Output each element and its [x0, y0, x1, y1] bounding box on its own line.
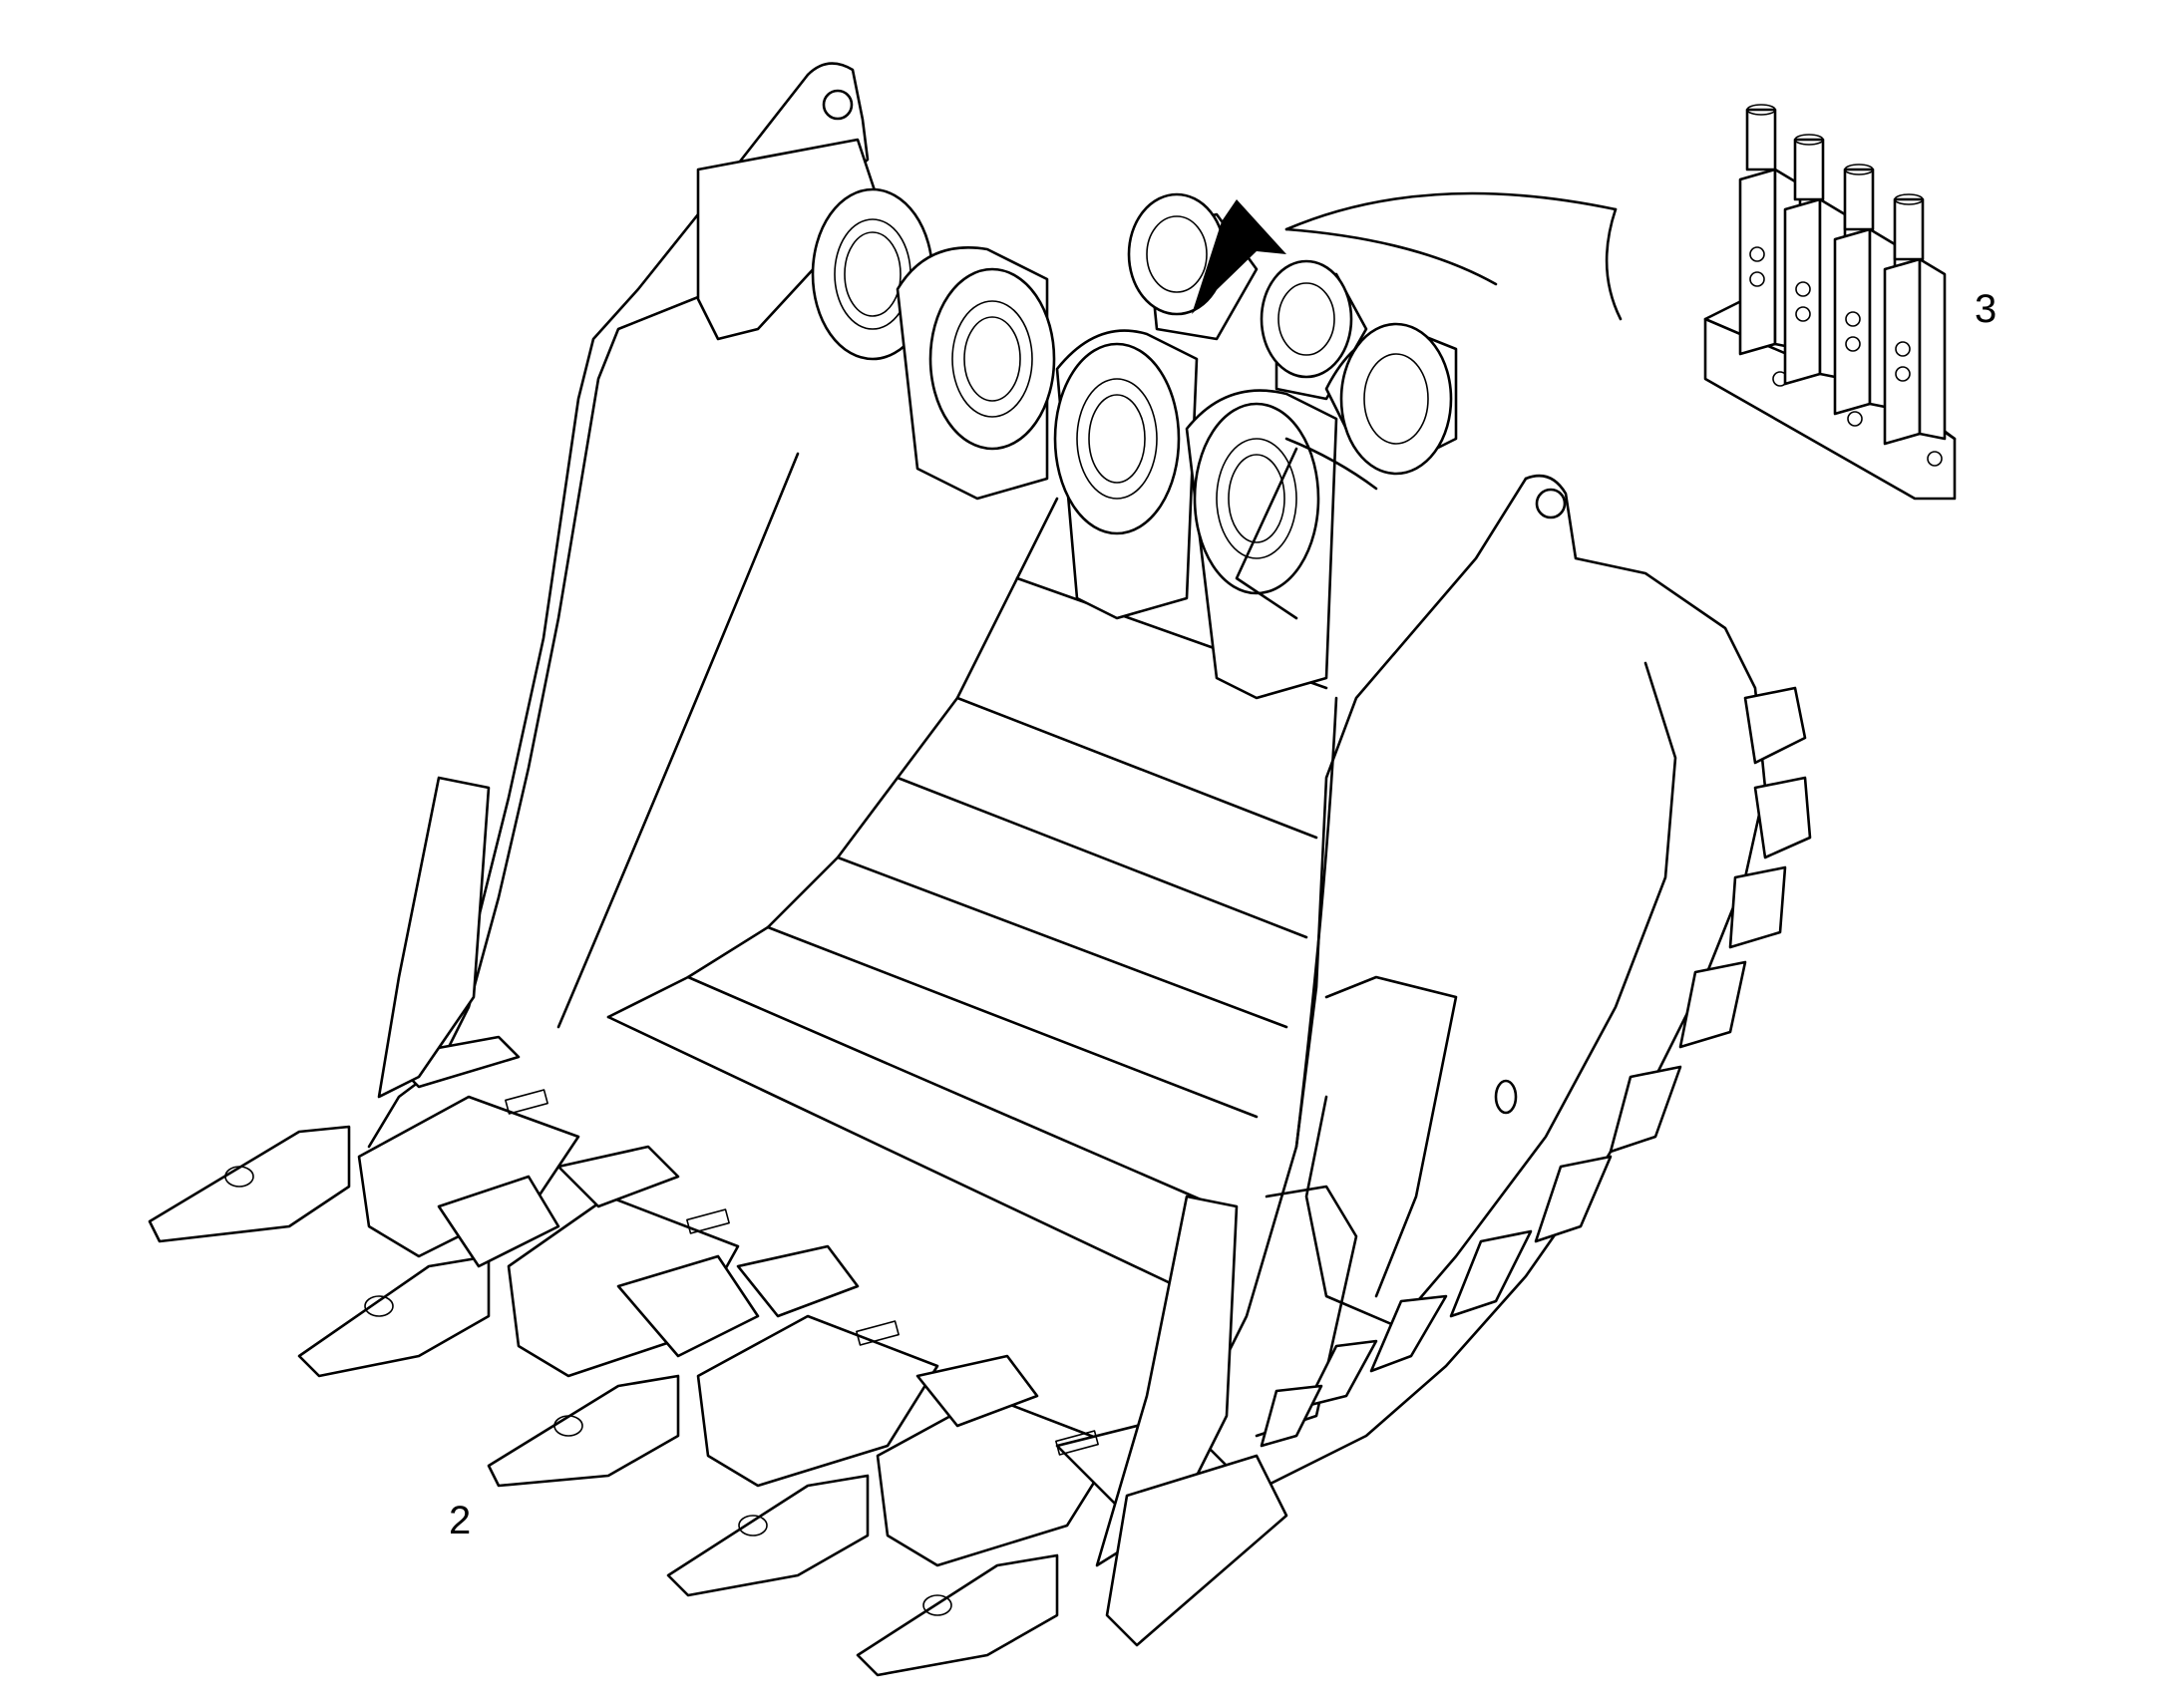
callout-label-3: 3	[1975, 287, 1998, 331]
arrow-pointer	[1192, 191, 1623, 321]
callout-label-2: 2	[449, 1499, 472, 1542]
side-cutters	[377, 776, 1288, 1647]
hinge-bosses	[696, 138, 1458, 700]
teeth-row	[148, 1035, 1229, 1677]
side-wear-segments	[1260, 686, 1812, 1448]
grease-distributor-block	[1703, 104, 1957, 501]
